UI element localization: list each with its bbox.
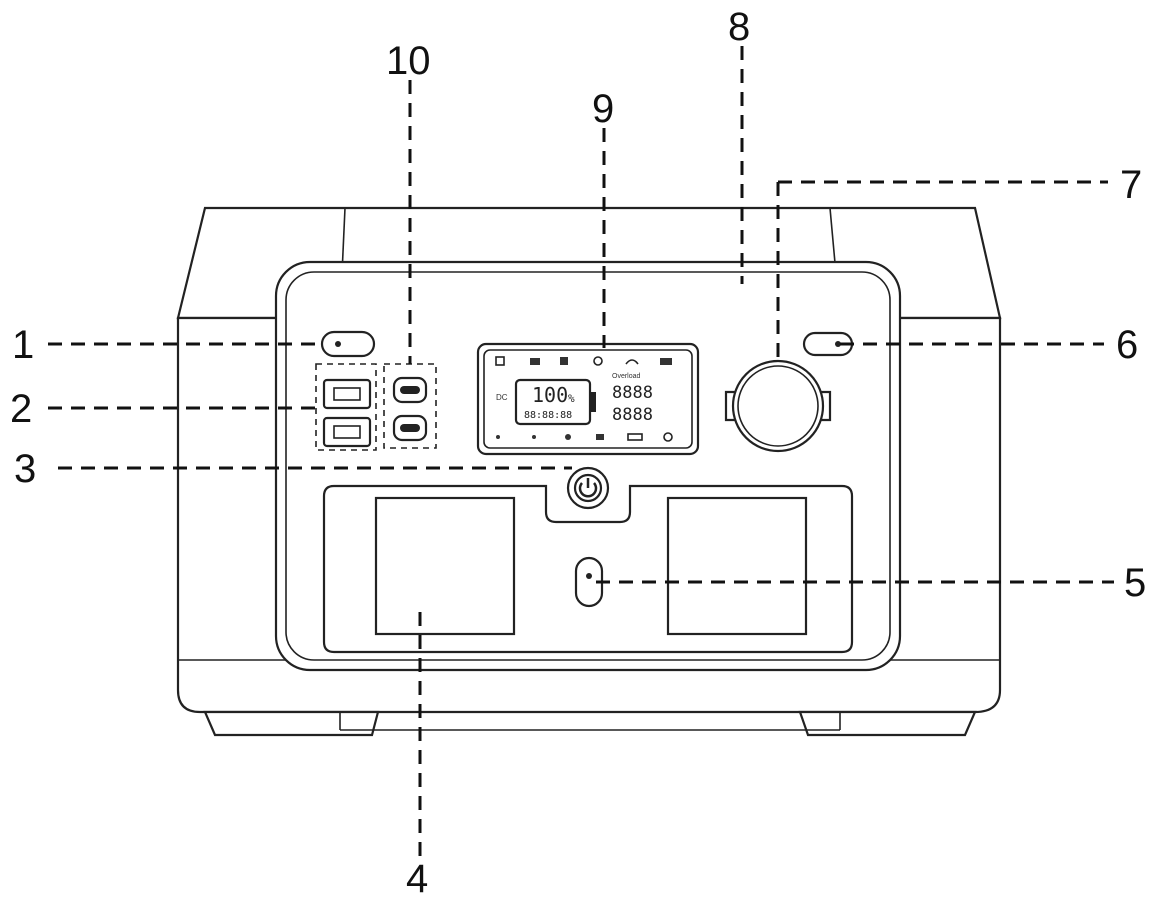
ac-outlet-left: [374, 496, 516, 636]
display-bottom-icons: [496, 432, 673, 442]
callout-labels: 1 2 3 4 5 6 7 8 9 10: [10, 5, 1146, 899]
segment-bottom: 8888: [612, 405, 653, 425]
car-port: [724, 359, 832, 453]
callout-1: 1: [12, 323, 34, 367]
percent-sign: %: [568, 392, 575, 405]
callout-8: 8: [728, 5, 750, 49]
usb-c-ports: [383, 363, 437, 449]
callout-4: 4: [406, 857, 428, 899]
callout-10: 10: [386, 39, 431, 83]
usb-power-button[interactable]: [320, 330, 376, 358]
callout-5: 5: [1124, 561, 1146, 605]
display-status-icons: [495, 356, 672, 366]
callout-lines: [48, 46, 1114, 862]
overload-label: Overload: [612, 373, 641, 380]
usb-a-ports: [315, 363, 377, 451]
callout-7: 7: [1120, 163, 1142, 207]
ac-outlet-right: [666, 496, 808, 636]
callout-2: 2: [10, 387, 32, 431]
svg-text:DC: DC: [496, 393, 508, 402]
time-readout: 88:88:88: [524, 410, 572, 421]
callout-6: 6: [1116, 323, 1138, 367]
segment-top: 8888: [612, 383, 653, 403]
battery-percent: 100: [532, 383, 568, 407]
lcd-display: 100 % 88:88:88 DC Overload 8888 8888: [476, 342, 700, 456]
callout-3: 3: [14, 447, 36, 491]
callout-9: 9: [592, 87, 614, 131]
battery-gauge: 100 % 88:88:88: [514, 378, 596, 426]
